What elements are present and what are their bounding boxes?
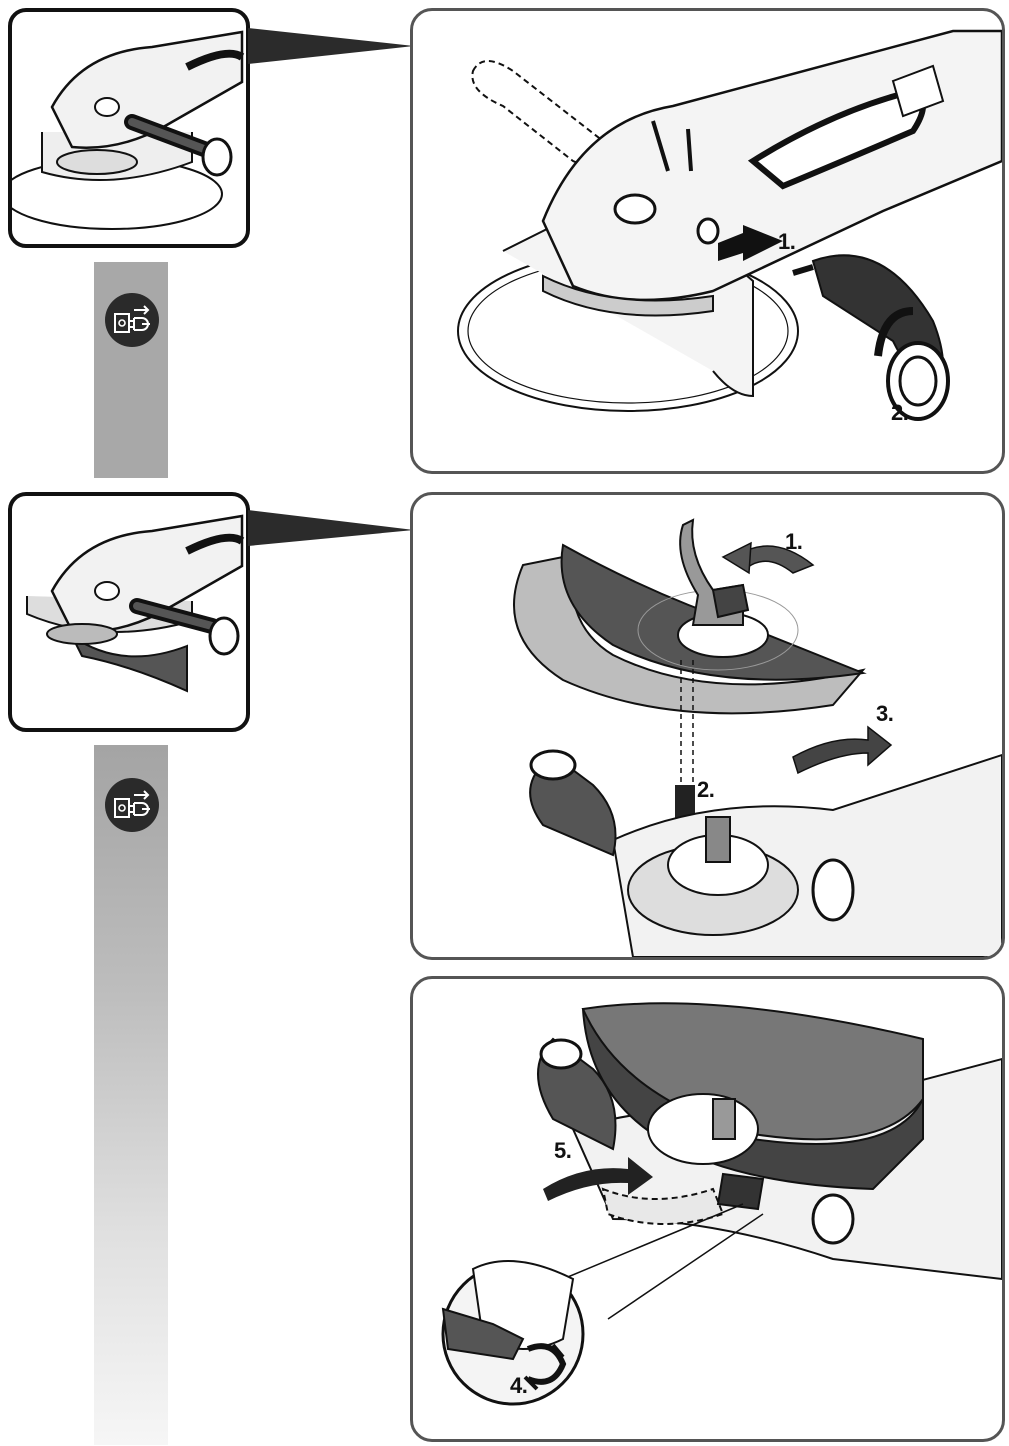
step-label: 2.	[891, 400, 909, 425]
unplug-power-icon	[104, 292, 160, 348]
step-label: 2.	[697, 777, 715, 802]
thumbnail-grinder-with-guard	[8, 492, 250, 732]
panel-attach-side-handle	[410, 8, 1005, 474]
step-label: 4.	[510, 1373, 528, 1398]
step-label: 3.	[876, 701, 894, 726]
panel-adjust-guard	[410, 976, 1005, 1442]
unplug-power-icon	[104, 777, 160, 833]
thumbnail-grinder-with-handle	[8, 8, 250, 248]
connector-wedge-1	[248, 28, 414, 68]
connector-wedge-2	[248, 510, 414, 550]
sidebar-strip-2	[94, 745, 168, 1445]
step-label: 1.	[785, 529, 803, 554]
step-label: 1.	[778, 229, 796, 254]
panel-mount-guard	[410, 492, 1005, 960]
step-label: 5.	[554, 1138, 572, 1163]
